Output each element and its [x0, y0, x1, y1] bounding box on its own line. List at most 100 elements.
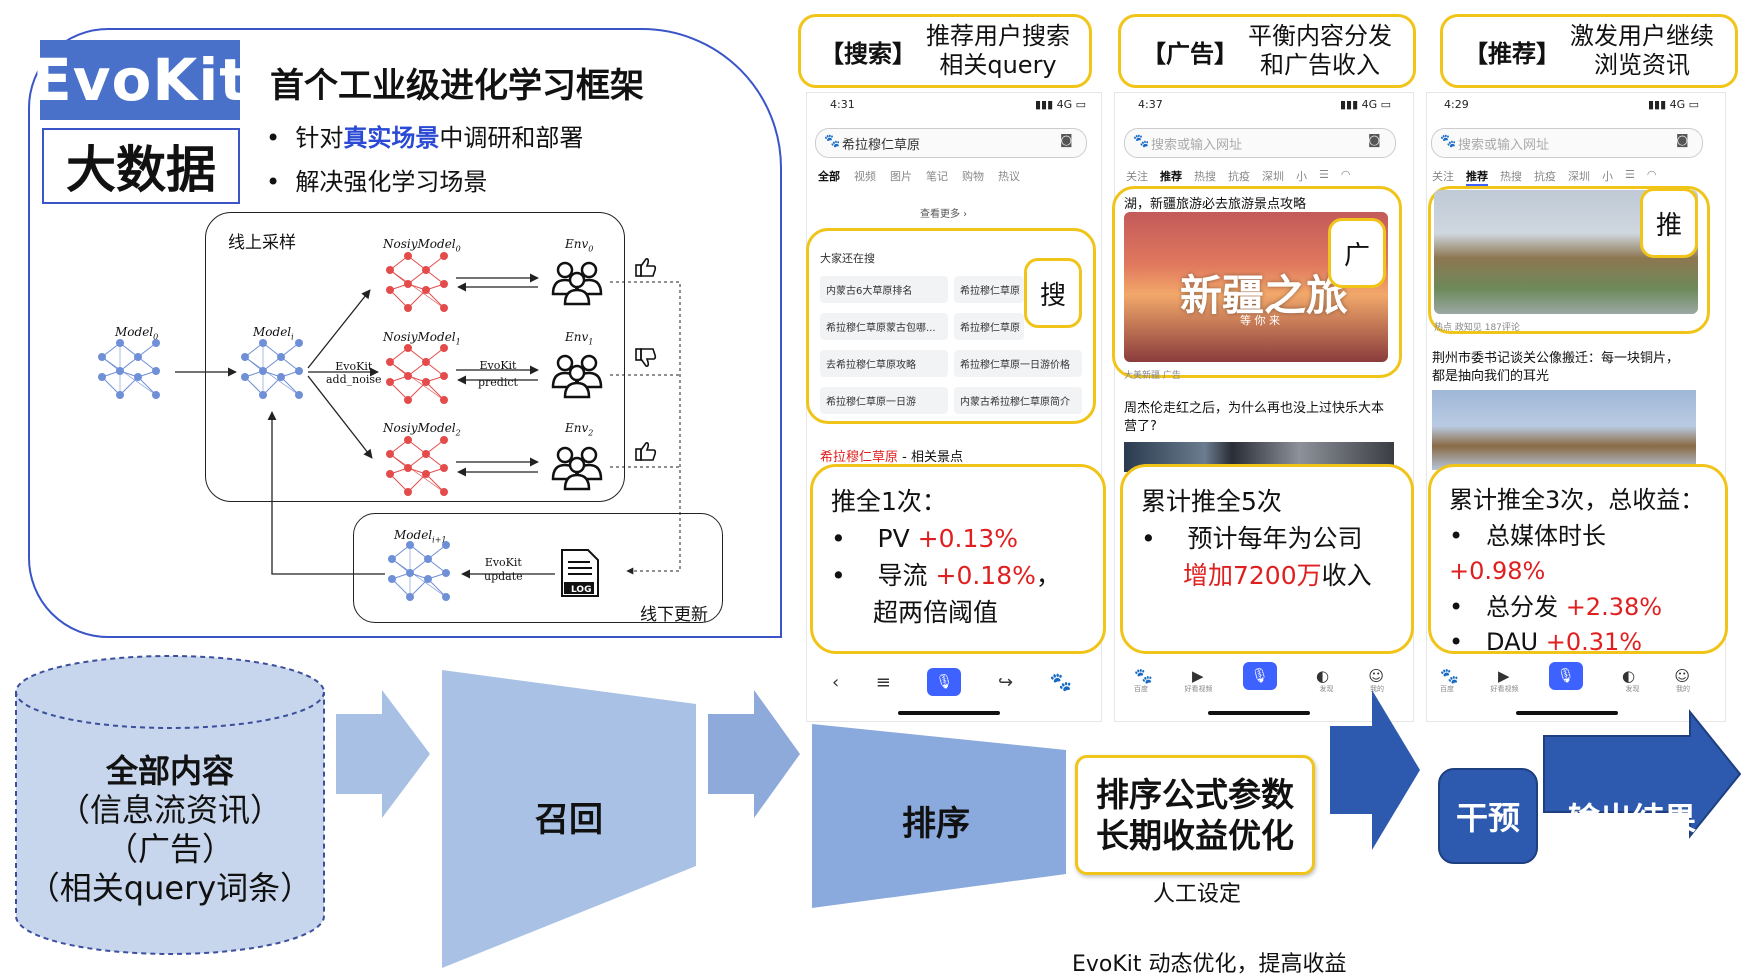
- recommend-nav-labels: 百度好看视频发现我的: [1440, 685, 1690, 693]
- mic-button[interactable]: 🎙: [927, 668, 962, 696]
- tab-all[interactable]: 全部: [818, 170, 840, 183]
- mic-button[interactable]: 🎙: [1548, 662, 1583, 690]
- tab-shenzhen[interactable]: 深圳: [1568, 170, 1590, 183]
- see-more-link[interactable]: 查看更多 ›: [920, 209, 968, 220]
- search-result-extra: 超两倍阈值: [873, 598, 999, 627]
- camera-icon[interactable]: ◙: [1676, 133, 1689, 148]
- bullet-1: • 针对真实场景中调研和部署: [266, 118, 583, 153]
- menu-icon[interactable]: ☰: [1625, 168, 1635, 181]
- tab-follow[interactable]: 关注: [1432, 170, 1454, 183]
- noisy-model-1-network-icon: [385, 343, 449, 405]
- tab-small[interactable]: 小: [1296, 170, 1307, 183]
- ad-source: 大美新疆 广告: [1124, 371, 1181, 381]
- suggest-chip[interactable]: 希拉穆仁草原: [954, 313, 1024, 340]
- database-label: 全部内容 （信息流资讯） （广告） （相关query词条）: [27, 752, 313, 908]
- bullet-2-text: 解决强化学习场景: [295, 168, 488, 196]
- flow-arrow-3: [1330, 690, 1420, 850]
- recommend-card[interactable]: [1428, 186, 1710, 334]
- ads-tag: 【广告】: [1142, 39, 1238, 68]
- tab-hot[interactable]: 热搜: [1194, 170, 1216, 183]
- nav-video-icon[interactable]: ▶: [1191, 667, 1204, 685]
- search-result-title: 推全1次：: [831, 487, 947, 516]
- recommend-result-card: 累计推全3次，总收益： • 总媒体时长 +0.98% • 总分发 +2.38% …: [1428, 464, 1728, 656]
- suggest-chip[interactable]: 希拉穆仁草原蒙古包哪...: [820, 313, 948, 340]
- news-title[interactable]: 周杰伦走红之后，为什么再也没上过快乐大本营了?: [1124, 401, 1385, 435]
- ads-result-card: 累计推全5次 • 预计每年为公司 增加7200万收入: [1120, 464, 1414, 654]
- env-2-users-icon: [551, 446, 603, 491]
- tab-image[interactable]: 图片: [890, 170, 912, 183]
- tab-antiepidemic[interactable]: 抗疫: [1534, 170, 1556, 183]
- menu-icon[interactable]: ☰: [1319, 168, 1329, 181]
- mic-button[interactable]: 🎙: [1242, 662, 1277, 690]
- news-image[interactable]: [1432, 390, 1696, 470]
- nav-home-icon[interactable]: 🐾: [1134, 667, 1153, 685]
- nav-discover-icon[interactable]: ◐: [1315, 667, 1330, 685]
- home-indicator: [1516, 711, 1618, 715]
- thumbs-up-icon: [635, 258, 657, 277]
- suggest-chip[interactable]: 内蒙古希拉穆仁草原简介: [954, 387, 1082, 414]
- news-title[interactable]: 荆州市委书记谈关公像搬迁：每一块铜片，都是抽向我们的耳光: [1432, 351, 1680, 385]
- suggest-chip[interactable]: 希拉穆仁草原: [954, 276, 1024, 303]
- tab-shenzhen[interactable]: 深圳: [1262, 170, 1284, 183]
- tab-recommend[interactable]: 推荐: [1466, 168, 1488, 186]
- thumbs-up-icon: [635, 442, 657, 461]
- search-input[interactable]: 搜索或输入网址: [1124, 128, 1396, 158]
- database-cylinder: [15, 655, 325, 955]
- nav-home-icon[interactable]: 🐾: [1440, 667, 1459, 685]
- baidu-paw-icon: 🐾: [824, 134, 841, 149]
- suggest-chip[interactable]: 内蒙古6大草原排名: [820, 276, 948, 303]
- noisy-model-0-network-icon: [385, 251, 449, 313]
- bigdata-label: 大数据: [42, 128, 240, 204]
- tab-small[interactable]: 小: [1602, 170, 1613, 183]
- nav-discover-icon[interactable]: ◐: [1621, 667, 1636, 685]
- suggest-chip[interactable]: 希拉穆仁草原一日游: [820, 387, 948, 414]
- headset-icon[interactable]: ◠: [1646, 168, 1657, 181]
- tab-discuss[interactable]: 热议: [998, 170, 1020, 183]
- suggest-chip[interactable]: 去希拉穆仁草原攻略: [820, 350, 948, 377]
- tab-recommend[interactable]: 推荐: [1160, 170, 1182, 183]
- menu-icon[interactable]: ≡: [875, 671, 891, 693]
- tab-antiepidemic[interactable]: 抗疫: [1228, 170, 1250, 183]
- bullet-dot: •: [266, 168, 296, 196]
- camera-icon[interactable]: ◙: [1060, 133, 1073, 148]
- bullet-2: • 解决强化学习场景: [266, 162, 487, 197]
- ad-image-title: 新疆之旅: [1180, 271, 1349, 320]
- paw-icon[interactable]: 🐾: [1049, 671, 1072, 693]
- related-heading: 希拉穆仁草原 - 相关景点: [820, 450, 963, 465]
- bullet-1-pre: 针对: [295, 124, 344, 152]
- home-indicator: [898, 711, 1000, 715]
- recommend-result-distribution: • 总分发 +2.38%: [1449, 592, 1663, 621]
- tab-hot[interactable]: 热搜: [1500, 170, 1522, 183]
- nav-video-icon[interactable]: ▶: [1497, 667, 1510, 685]
- search-input[interactable]: 希拉穆仁草原: [815, 128, 1087, 158]
- log-label: LOG: [571, 585, 592, 595]
- status-time: 4:31: [830, 98, 855, 111]
- status-signal: ▮▮▮ 4G ▭: [1340, 98, 1392, 111]
- tab-follow[interactable]: 关注: [1126, 170, 1148, 183]
- bullet-1-highlight: 真实场景: [343, 124, 440, 152]
- env-0-users-icon: [551, 261, 603, 306]
- tab-shopping[interactable]: 购物: [962, 170, 984, 183]
- nav-profile-icon[interactable]: ☺: [1368, 667, 1384, 685]
- suggest-chip[interactable]: 希拉穆仁草原一日游价格: [954, 350, 1082, 377]
- ads-bottom-nav: 🐾 ▶ 🎙 ◐ ☺: [1134, 662, 1384, 690]
- tab-notes[interactable]: 笔记: [926, 170, 948, 183]
- env-1-users-icon: [551, 354, 603, 399]
- offline-update-box: [353, 513, 723, 623]
- recommend-desc: 激发用户继续浏览资讯: [1570, 22, 1714, 79]
- offline-update-label: 线下更新: [640, 605, 708, 625]
- env-2-label: Env2: [565, 421, 594, 438]
- camera-icon[interactable]: ◙: [1368, 133, 1381, 148]
- search-input[interactable]: 搜索或输入网址: [1431, 128, 1703, 158]
- nav-profile-icon[interactable]: ☺: [1674, 667, 1690, 685]
- baidu-paw-icon: 🐾: [1440, 134, 1457, 149]
- status-signal: ▮▮▮ 4G ▭: [1035, 98, 1087, 111]
- column-recommend-header: 【推荐】 激发用户继续浏览资讯: [1440, 14, 1738, 88]
- back-icon[interactable]: ‹: [832, 671, 840, 693]
- tab-video[interactable]: 视频: [854, 170, 876, 183]
- feed-tabs: 关注 推荐 热搜 抗疫 深圳 小 ☰ ◠: [1126, 168, 1350, 184]
- share-icon[interactable]: ↪: [997, 671, 1014, 693]
- output-label: 输出结果: [1568, 800, 1697, 838]
- headset-icon[interactable]: ◠: [1340, 168, 1351, 181]
